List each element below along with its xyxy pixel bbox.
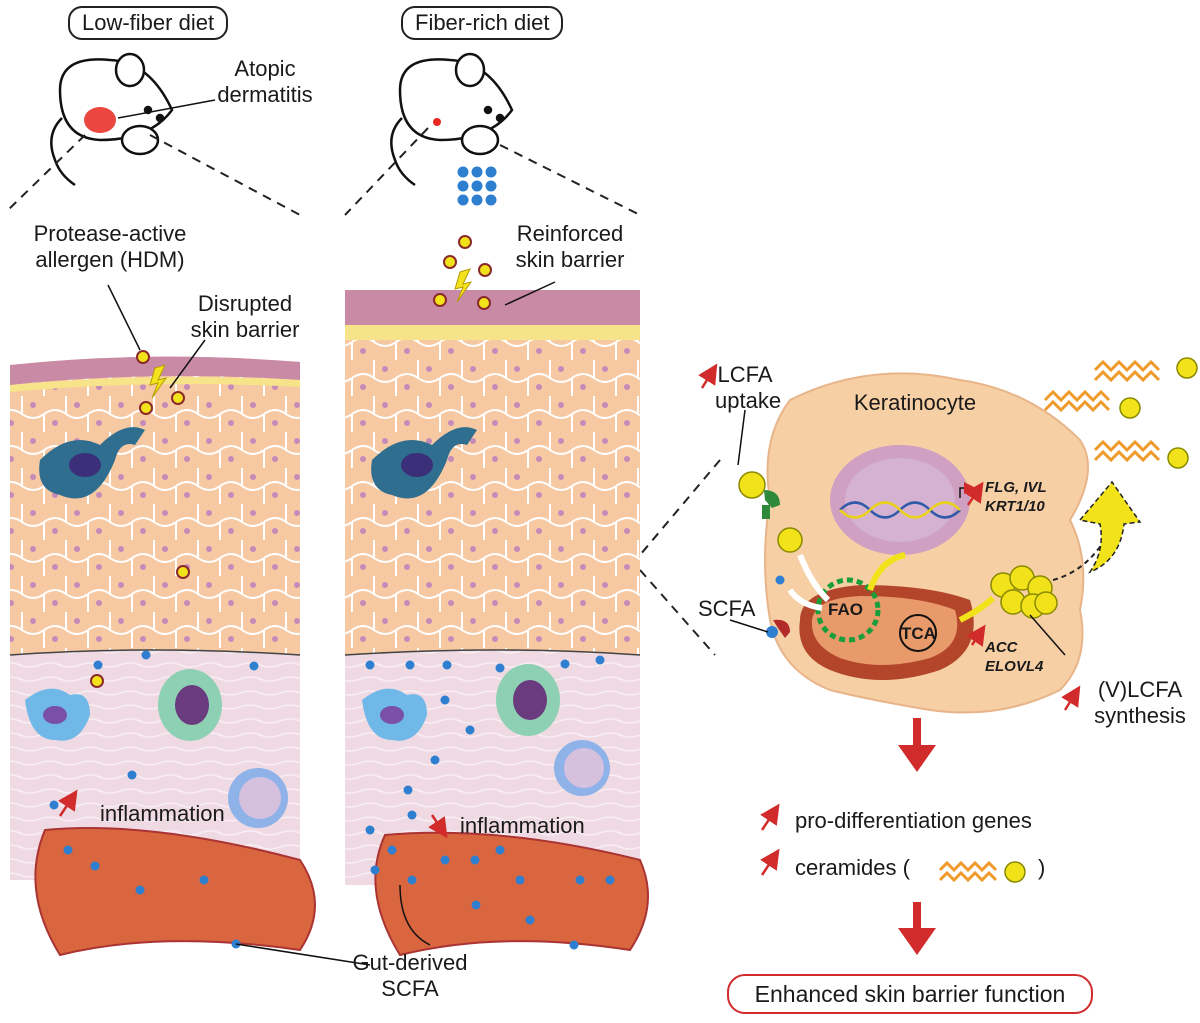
up-arrow-icon-vlcfa: [1061, 685, 1081, 711]
small-lesion-icon: [433, 118, 441, 126]
scfa-label: SCFA: [698, 596, 756, 621]
zoom-lines: [7, 127, 721, 656]
export-arrow-icon: [1078, 480, 1142, 574]
down-arrow-icon-inflammation-middle: [428, 814, 448, 839]
immune-cells-left: [25, 669, 288, 828]
scfa-hexagons-middle: [365, 655, 615, 950]
fiber-rich-diet-label: Fiber-rich diet: [401, 6, 564, 40]
low-fiber-diet-label: Low-fiber diet: [68, 6, 229, 40]
up-arrow-icon-genes: [964, 481, 984, 506]
up-arrow-icon-enzymes: [966, 624, 986, 647]
up-arrow-icon-inflammation-left: [58, 789, 78, 817]
immune-cells-middle: [362, 664, 610, 796]
ceramide-chains-icon: [1043, 359, 1161, 463]
allergen-stars-middle: [433, 235, 492, 310]
lcfa-transporter-icon: [738, 471, 780, 519]
middle-skin-section: [344, 290, 649, 957]
fao-label: FAO: [828, 600, 863, 619]
mitochondrion-icon: [799, 577, 974, 680]
tca-label: TCA: [901, 624, 936, 643]
lipid-droplet-icon: [777, 527, 803, 553]
allergen-stars-left: [90, 350, 190, 688]
fiber-dots-icon: [457, 166, 497, 206]
flow-arrow-icon-2: [898, 902, 936, 955]
pro-differentiation-genes-label: pro-differentiation genes: [795, 808, 1032, 833]
final-outcome-label: Enhanced skin barrier function: [727, 974, 1093, 1014]
inflammation-left-label: inflammation: [100, 801, 225, 826]
flow-arrow-icon-1: [898, 718, 936, 772]
lipid-cluster-icon: [990, 565, 1058, 619]
protease-bolt-icon: [149, 364, 168, 399]
mouse-right-icon: [390, 52, 514, 187]
protease-bolt-icon-2: [454, 268, 473, 303]
up-arrow-icon-ceramides: [760, 848, 780, 876]
dermatitis-lesion-icon: [84, 107, 116, 133]
scfa-hexagons-left: [49, 650, 259, 949]
up-arrow-icon-genes-out: [760, 803, 780, 831]
up-arrow-icon-lcfa: [698, 363, 718, 389]
dna-icon: [839, 501, 961, 519]
inflammation-middle-label: inflammation: [460, 813, 585, 838]
ceramides-close-paren: ): [1038, 855, 1046, 880]
ceramides-label: ceramides (: [795, 855, 910, 880]
yellow-arrow-up-icon: [867, 552, 906, 592]
left-skin-section: [9, 356, 316, 957]
yellow-arrow-right-icon: [958, 595, 996, 623]
scfa-receptor-icon: [766, 575, 790, 638]
keratinocyte-label: Keratinocyte: [853, 390, 977, 415]
ceramide-inline-icon: [938, 860, 1026, 883]
